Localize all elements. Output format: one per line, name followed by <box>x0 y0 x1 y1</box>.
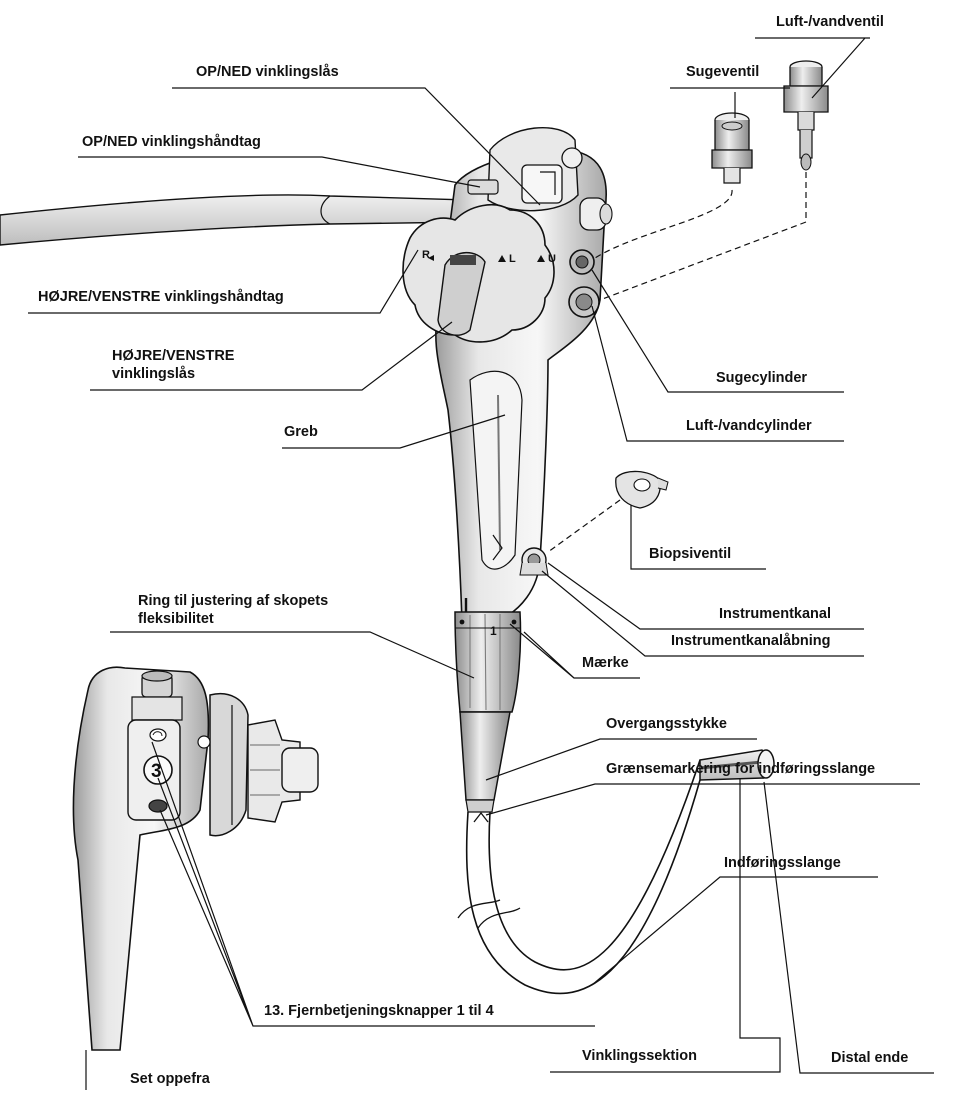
label-insertion-tube: Indføringsslange <box>724 855 841 872</box>
air-water-valve-part <box>784 61 828 170</box>
knob-letter-r: R <box>422 249 430 261</box>
label-flex-ring-line1: Ring til justering af skopets <box>138 593 328 610</box>
label-air-water-valve: Luft-/vandventil <box>776 14 884 31</box>
label-suction-cylinder: Sugecylinder <box>716 370 807 387</box>
label-right-left-knob: HØJRE/VENSTRE vinklingshåndtag <box>38 289 284 306</box>
label-top-view: Set oppefra <box>130 1071 210 1088</box>
label-up-down-knob: OP/NED vinklingshåndtag <box>82 134 261 151</box>
label-flex-ring-line2: fleksibilitet <box>138 611 214 628</box>
label-instrument-channel: Instrumentkanal <box>719 606 831 623</box>
label-suction-valve: Sugeventil <box>686 64 759 81</box>
label-distal-end: Distal ende <box>831 1050 908 1067</box>
ring-mark: 1 <box>490 624 497 638</box>
label-instrument-channel-opening: Instrumentkanalåbning <box>671 633 831 650</box>
label-right-left-lock-line2: vinklingslås <box>112 366 195 383</box>
suction-valve-part <box>712 113 752 183</box>
label-grip: Greb <box>284 424 318 441</box>
label-bending-section: Vinklingssektion <box>582 1048 697 1065</box>
label-up-down-lock: OP/NED vinklingslås <box>196 64 339 81</box>
label-mark: Mærke <box>582 655 629 672</box>
label-right-left-lock-line1: HØJRE/VENSTRE <box>112 348 234 365</box>
universal-cord <box>0 195 470 245</box>
top-view-drawing: 3 <box>73 667 318 1050</box>
knob-letter-l: L <box>509 253 516 265</box>
label-biopsy-valve: Biopsiventil <box>649 546 731 563</box>
biopsy-valve-part <box>616 471 668 508</box>
label-insertion-limit-mark: Grænsemarkering for indføringsslange <box>606 761 875 778</box>
label-air-water-cylinder: Luft-/vandcylinder <box>686 418 812 435</box>
label-remote-buttons: 13. Fjernbetjeningsknapper 1 til 4 <box>264 1003 494 1020</box>
knob-letter-u: U <box>548 253 556 265</box>
label-boot: Overgangsstykke <box>606 716 727 733</box>
